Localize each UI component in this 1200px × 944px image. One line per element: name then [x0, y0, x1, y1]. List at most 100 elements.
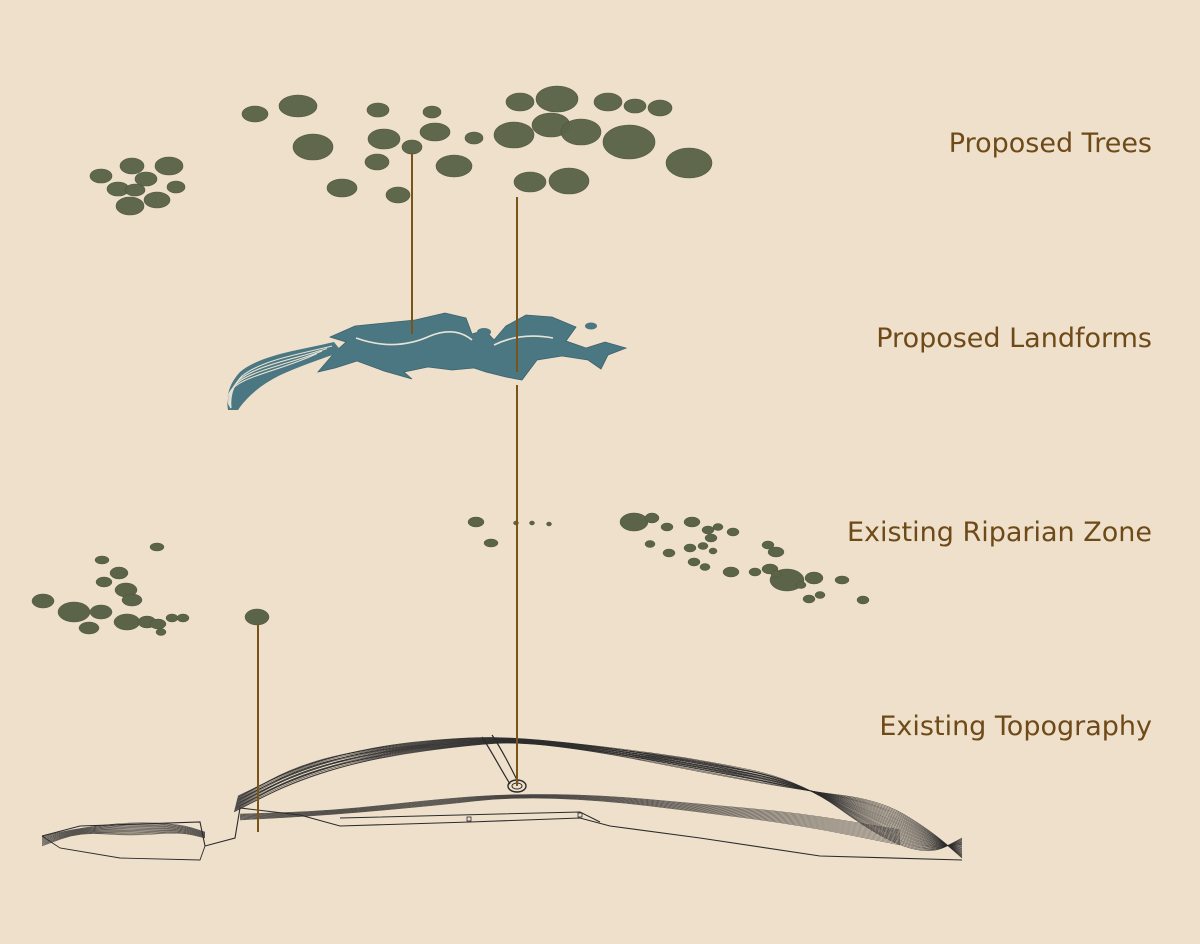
tree-canopy: [602, 124, 656, 160]
riparian-canopy: [795, 581, 807, 589]
contour-line: [236, 739, 963, 848]
riparian-canopy: [660, 522, 674, 532]
site-marker: [466, 816, 472, 822]
label-existing-riparian-zone: Existing Riparian Zone: [846, 517, 1152, 548]
contour-line: [239, 795, 901, 838]
riparian-canopy: [748, 567, 762, 577]
contour-line: [41, 828, 206, 842]
stream-channel: [481, 736, 511, 785]
tree-canopy: [366, 102, 390, 118]
riparian-canopy: [165, 613, 179, 623]
riparian-canopy: [546, 521, 552, 527]
terrace-line: [229, 347, 328, 409]
tree-canopy: [385, 186, 411, 204]
label-proposed-trees: Proposed Trees: [948, 128, 1152, 159]
riparian-canopy: [644, 512, 660, 524]
tree-canopy: [593, 92, 623, 112]
riparian-canopy: [644, 540, 656, 548]
riparian-canopy: [726, 527, 740, 537]
tree-canopy: [89, 168, 113, 184]
terrace-line: [230, 345, 333, 409]
riparian-canopy: [761, 540, 775, 550]
contour-line: [41, 824, 206, 839]
tree-canopy: [623, 98, 647, 114]
tree-canopy: [154, 156, 184, 176]
riparian-canopy: [699, 563, 711, 571]
riparian-canopy: [662, 548, 676, 558]
tree-canopy: [166, 180, 186, 194]
tree-canopy: [419, 122, 451, 142]
terrace-line: [228, 350, 323, 409]
contour-line: [239, 794, 901, 831]
contour-line: [41, 831, 206, 845]
label-existing-topography: Existing Topography: [879, 711, 1152, 742]
trees-layer: [89, 85, 713, 216]
contour-line: [239, 797, 901, 842]
riparian-canopy: [770, 570, 782, 578]
tree-canopy: [513, 171, 547, 193]
riparian-canopy: [722, 566, 740, 578]
contour-line: [239, 796, 901, 841]
contour-line: [237, 737, 963, 852]
tree-canopy: [401, 139, 423, 155]
contour-line: [239, 795, 901, 837]
contour-line: [239, 796, 901, 840]
site-marker: [577, 812, 583, 818]
riparian-canopy: [94, 555, 110, 565]
riparian-canopy: [483, 538, 499, 548]
contour-line: [41, 824, 206, 838]
tree-canopy: [364, 153, 390, 171]
tree-canopy: [464, 131, 484, 145]
landform-ridge-line: [355, 331, 554, 346]
riparian-canopy: [697, 542, 709, 550]
tree-canopy: [493, 121, 535, 149]
contour-line: [239, 797, 901, 846]
topography-contours: [41, 734, 963, 861]
tree-canopy: [548, 167, 590, 195]
tree-canopy: [535, 85, 579, 113]
tree-canopy: [292, 133, 334, 161]
riparian-canopy: [802, 594, 816, 604]
riparian-canopy: [109, 566, 129, 580]
contour-line: [239, 796, 901, 839]
tree-canopy: [241, 105, 269, 123]
contour-line: [239, 794, 901, 832]
riparian-canopy: [78, 621, 100, 635]
riparian-canopy: [701, 525, 715, 535]
tree-canopy: [435, 154, 473, 178]
riparian-canopy: [712, 523, 724, 531]
contour-line: [41, 829, 206, 843]
site-outline: [41, 807, 963, 861]
landform-islet: [547, 349, 557, 355]
riparian-canopy: [683, 516, 701, 528]
riparian-zone-layer: [31, 512, 870, 636]
riparian-canopy: [244, 608, 270, 626]
riparian-canopy: [704, 533, 718, 543]
contour-line: [41, 829, 206, 843]
riparian-canopy: [155, 628, 167, 636]
riparian-canopy: [95, 576, 113, 588]
contour-line: [236, 739, 963, 847]
riparian-canopy: [708, 547, 718, 555]
riparian-canopy: [814, 591, 826, 599]
contour-line: [239, 797, 901, 845]
tree-canopy: [665, 147, 713, 179]
contour-line: [237, 738, 963, 848]
tree-canopy: [422, 105, 442, 119]
contour-line: [239, 795, 901, 834]
riparian-canopy: [834, 575, 850, 585]
contour-line: [41, 831, 206, 845]
riparian-canopy: [31, 593, 55, 609]
tree-canopy: [115, 196, 145, 216]
landform-terraces: [227, 342, 342, 410]
tree-canopy: [560, 118, 602, 146]
contour-line: [239, 797, 901, 843]
tree-canopy: [119, 157, 145, 175]
riparian-canopy: [856, 595, 870, 605]
riparian-canopy: [89, 604, 113, 620]
contour-line: [41, 825, 206, 839]
contour-line: [41, 832, 206, 846]
riparian-canopy: [619, 512, 649, 532]
